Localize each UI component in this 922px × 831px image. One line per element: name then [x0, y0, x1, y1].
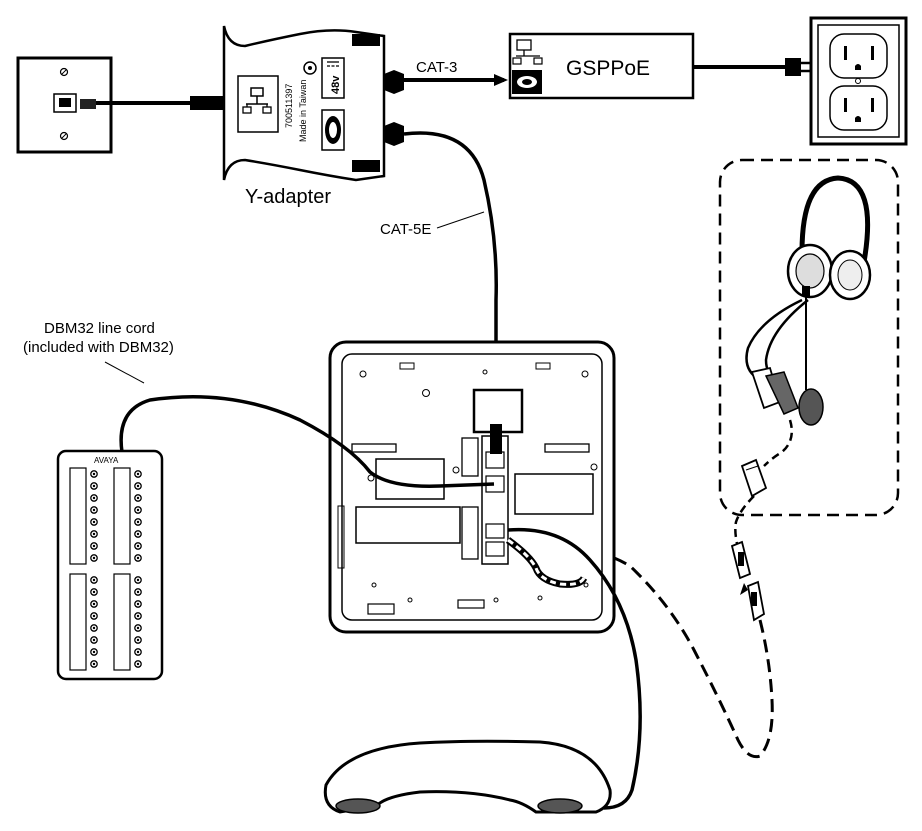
- y-adapter-label: Y-adapter: [245, 186, 331, 208]
- headset-quick-disconnect: [730, 540, 765, 622]
- dbm32-label-line1: DBM32 line cord: [44, 320, 155, 337]
- handset-cord: [507, 527, 642, 810]
- dbm32-button-led: [92, 626, 96, 630]
- cat3-label: CAT-3: [416, 59, 457, 76]
- dbm32-label-strip: [69, 573, 87, 671]
- handset-icon: [323, 739, 612, 814]
- dbm32-button-led: [92, 650, 96, 654]
- power-outlet-icon: [809, 16, 908, 146]
- dbm32-button-led: [136, 650, 140, 654]
- network-icon: [242, 87, 272, 114]
- dbm32-button-led: [136, 662, 140, 666]
- dbm32-button-led: [92, 508, 96, 512]
- desk-phone-base-icon: [328, 340, 616, 634]
- dbm32-label-strip: [113, 467, 131, 565]
- adapter-plug-left: [190, 96, 224, 110]
- dbm32-button-led: [136, 590, 140, 594]
- dbm32-label-line2: (included with DBM32): [23, 339, 174, 356]
- gsppoe-box: GSPPoE: [508, 32, 695, 100]
- dbm32-button-led: [136, 602, 140, 606]
- dbm32-button-led: [136, 614, 140, 618]
- dbm32-button-led: [92, 520, 96, 524]
- phone-icon: [321, 109, 345, 151]
- cat5e-label: CAT-5E: [380, 221, 431, 238]
- dbm32-button-led: [136, 520, 140, 524]
- headset-cord-lower: [508, 546, 774, 759]
- cable-cat5e: [403, 131, 498, 426]
- dbm32-brand: AVAYA: [94, 456, 119, 465]
- dbm32-button-led: [92, 556, 96, 560]
- dbm32-button-led: [136, 508, 140, 512]
- cable-dbm32: [119, 395, 495, 488]
- dbm32-button-led: [92, 590, 96, 594]
- dbm32-button-led: [136, 638, 140, 642]
- adapter-voltage: 48v: [330, 75, 342, 94]
- dbm32-button-led: [92, 662, 96, 666]
- dbm32-button-led: [136, 484, 140, 488]
- dbm32-button-led: [136, 556, 140, 560]
- dbm32-button-led: [92, 532, 96, 536]
- y-adapter: 700511397 Made in Taiwan 48v: [222, 25, 386, 182]
- dbm32-button-led: [92, 472, 96, 476]
- dbm32-module-icon: AVAYA: [56, 449, 164, 681]
- dbm32-label-strip: [69, 467, 87, 565]
- dbm32-button-led: [136, 496, 140, 500]
- dbm32-button-led: [136, 532, 140, 536]
- dbm32-button-led: [136, 626, 140, 630]
- dbm32-button-led: [136, 544, 140, 548]
- dbm32-button-led: [92, 484, 96, 488]
- dbm32-button-led: [92, 496, 96, 500]
- dbm32-button-led: [92, 578, 96, 582]
- adapter-origin: Made in Taiwan: [298, 80, 308, 142]
- dbm32-button-led: [92, 602, 96, 606]
- dbm32-button-led: [136, 578, 140, 582]
- dbm32-button-led: [92, 544, 96, 548]
- headset-cord-upper: [734, 495, 755, 549]
- dbm32-button-led: [92, 614, 96, 618]
- wall-jack-icon: [16, 56, 113, 154]
- gsppoe-label: GSPPoE: [566, 57, 650, 80]
- dbm32-button-led: [92, 638, 96, 642]
- headset-icon: [718, 158, 900, 517]
- dbm32-button-led: [136, 472, 140, 476]
- dbm32-label-strip: [113, 573, 131, 671]
- adapter-part-number: 700511397: [284, 84, 294, 128]
